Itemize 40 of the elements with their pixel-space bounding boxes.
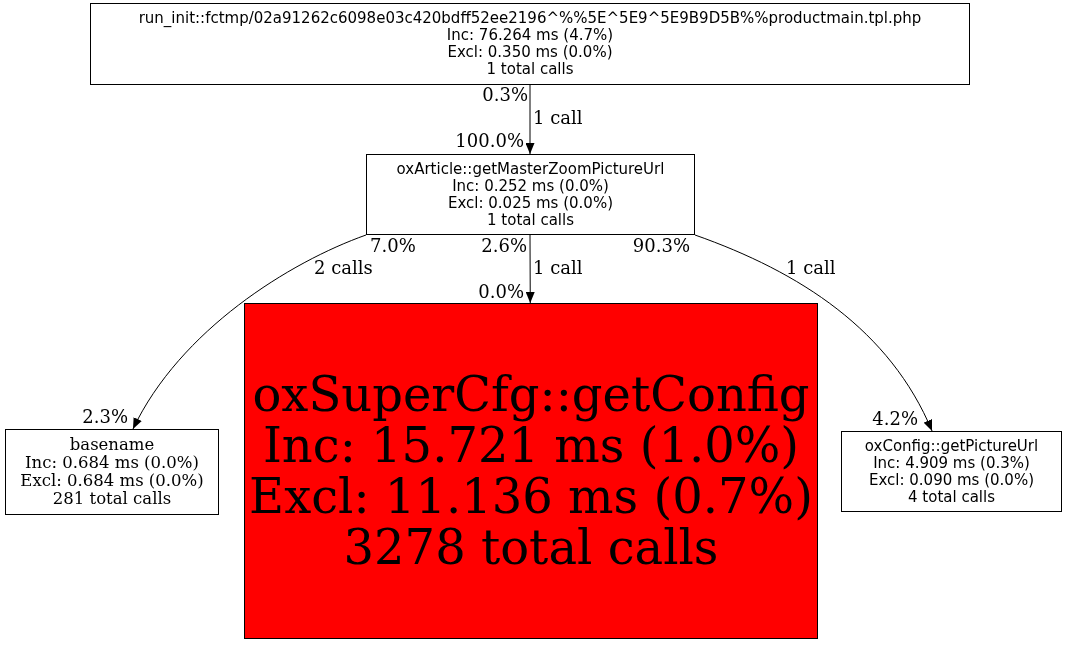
edge-label: 1 call bbox=[533, 109, 583, 127]
function-name: run_init::fctmp/02a91262c6098e03c420bdff52ee2196^%%5E^5E9^5E9B9D5B%%productmain.tpl.php bbox=[138, 10, 922, 27]
function-name: oxArticle::getMasterZoomPictureUrl bbox=[396, 160, 665, 178]
call-count: 3278 total calls bbox=[343, 522, 719, 573]
percentage-label: 90.3% bbox=[632, 237, 690, 255]
percentage-label: 7.0% bbox=[370, 237, 416, 255]
edge-label: 2 calls bbox=[314, 259, 373, 277]
function-box bbox=[841, 431, 1062, 512]
percentage-label: 2.3% bbox=[82, 408, 128, 426]
inclusive-time: Inc: 76.264 ms (4.7%) bbox=[446, 27, 614, 44]
call-count: 1 total calls bbox=[487, 211, 574, 229]
exclusive-time: Excl: 0.025 ms (0.0%) bbox=[447, 194, 613, 212]
function-name: oxConfig::getPictureUrl bbox=[864, 437, 1039, 455]
call-arrow bbox=[132, 234, 367, 430]
call-count: 4 total calls bbox=[908, 488, 995, 506]
call-arrow bbox=[525, 84, 535, 155]
function-box bbox=[5, 429, 219, 515]
percentage-label: 0.0% bbox=[478, 283, 524, 301]
call-arrow bbox=[694, 234, 933, 432]
inclusive-time: Inc: 0.252 ms (0.0%) bbox=[452, 177, 609, 195]
exclusive-time: Excl: 0.684 ms (0.0%) bbox=[20, 472, 204, 490]
percentage-label: 2.6% bbox=[481, 237, 527, 255]
function-name: basename bbox=[69, 436, 155, 454]
call-count: 281 total calls bbox=[52, 490, 172, 508]
inclusive-time: Inc: 0.684 ms (0.0%) bbox=[25, 454, 199, 472]
function-box bbox=[366, 154, 695, 235]
edge-label: 1 call bbox=[786, 259, 836, 277]
exclusive-time: Excl: 11.136 ms (0.7%) bbox=[249, 471, 813, 522]
percentage-label: 100.0% bbox=[455, 132, 524, 150]
function-box bbox=[244, 303, 818, 639]
percentage-label: 0.3% bbox=[482, 86, 528, 104]
exclusive-time: Excl: 0.350 ms (0.0%) bbox=[447, 44, 613, 61]
percentage-label: 4.2% bbox=[872, 410, 918, 428]
function-box bbox=[90, 3, 970, 85]
exclusive-time: Excl: 0.090 ms (0.0%) bbox=[868, 471, 1034, 489]
function-name: oxSuperCfg::getConfig bbox=[252, 369, 810, 420]
call-arrow bbox=[525, 234, 535, 304]
edge-label: 1 call bbox=[533, 259, 583, 277]
call-count: 1 total calls bbox=[486, 61, 574, 78]
inclusive-time: Inc: 4.909 ms (0.3%) bbox=[873, 454, 1030, 472]
